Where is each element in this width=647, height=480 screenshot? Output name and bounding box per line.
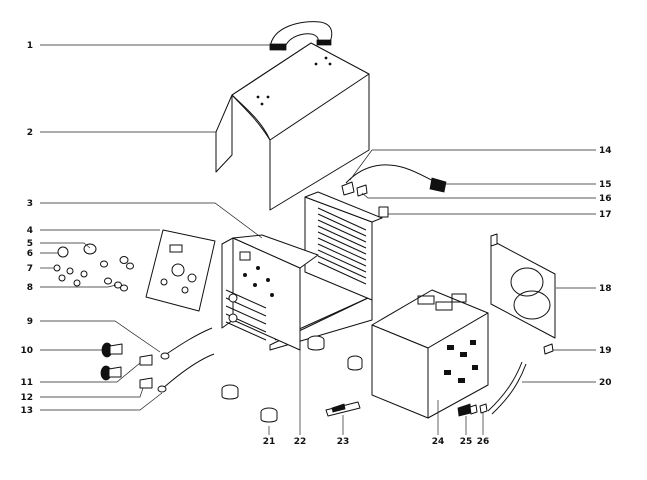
callout-5: 5: [27, 239, 33, 249]
part-feet: [221, 335, 363, 423]
callout-26: 26: [477, 437, 490, 447]
callout-3: 3: [27, 199, 33, 209]
part-power-cable: [341, 164, 447, 197]
callout-14: 14: [599, 146, 612, 156]
callout-23: 23: [337, 437, 350, 447]
part-cover: [215, 42, 370, 211]
part-front-label-plate: [145, 229, 216, 312]
callout-25: 25: [460, 437, 473, 447]
callout-17: 17: [599, 210, 612, 220]
callout-15: 15: [599, 180, 612, 190]
callout-11: 11: [20, 378, 33, 388]
part-small-parts: [457, 343, 554, 417]
callout-6: 6: [27, 249, 33, 259]
callout-16: 16: [599, 194, 612, 204]
callout-20: 20: [599, 378, 612, 388]
callout-1: 1: [27, 41, 33, 51]
part-small-plate: [378, 206, 389, 218]
callout-7: 7: [27, 264, 33, 274]
callout-24: 24: [432, 437, 445, 447]
part-chassis: [221, 191, 383, 351]
part-cable-clip: [325, 401, 361, 417]
callout-21: 21: [263, 437, 276, 447]
part-power-module: [371, 289, 489, 419]
part-handle: [269, 21, 333, 51]
callout-labels: 1 2 3 4 5 6 7 8 9 10 11 12 13 14 15 16 1…: [20, 41, 611, 447]
callout-10: 10: [20, 346, 33, 356]
callout-22: 22: [294, 437, 307, 447]
leader-lines: [40, 44, 596, 435]
callout-2: 2: [27, 128, 33, 138]
part-knobs: [53, 243, 134, 292]
callout-4: 4: [27, 226, 33, 236]
callout-18: 18: [599, 284, 612, 294]
callout-12: 12: [20, 393, 33, 403]
callout-8: 8: [27, 283, 33, 293]
callout-13: 13: [20, 406, 33, 416]
part-connectors: [100, 342, 153, 389]
callout-9: 9: [27, 317, 33, 327]
part-bracket: [490, 233, 556, 339]
part-cables: [157, 327, 215, 393]
callout-19: 19: [599, 346, 612, 356]
